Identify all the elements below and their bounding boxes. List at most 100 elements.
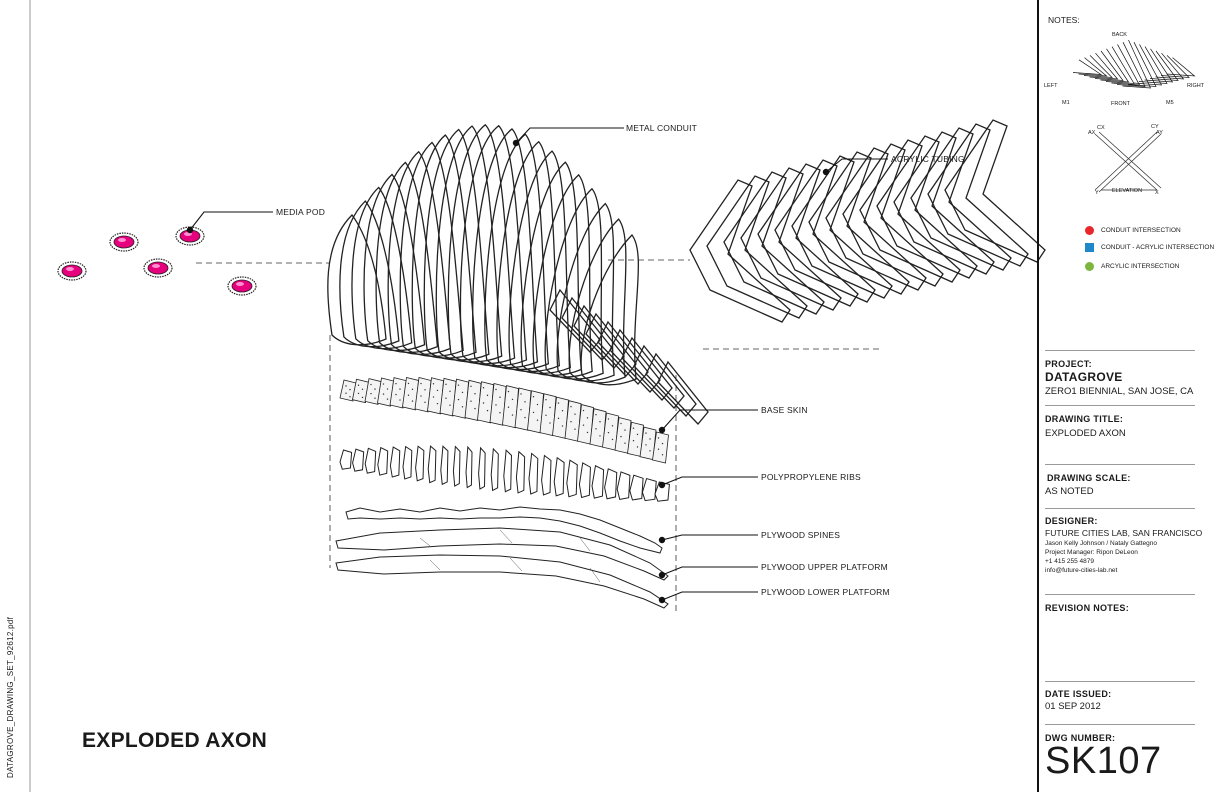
rib (528, 452, 539, 495)
skin-panel (414, 377, 432, 413)
divider (1045, 464, 1195, 465)
rib (402, 445, 413, 480)
acrylic-loop (893, 131, 995, 275)
rib (503, 449, 512, 493)
conduit-loop (573, 304, 625, 369)
acrylic-loop (740, 167, 842, 311)
rib (364, 447, 377, 474)
conduit-loop (621, 336, 673, 401)
key-plan-stroke (1155, 52, 1185, 80)
revision-notes-label: REVISION NOTES: (1045, 603, 1130, 613)
rib (490, 447, 499, 492)
skin-panel (627, 421, 644, 457)
elevation-ay: AY (1156, 130, 1163, 136)
acrylic-loop (706, 175, 808, 319)
rib (440, 445, 449, 486)
polypropylene-ribs-shape (339, 445, 670, 502)
legend-label: ARCYLIC INTERSECTION (1101, 263, 1180, 270)
key-plan-stroke (1144, 48, 1174, 83)
conduit-loop (423, 128, 490, 361)
conduit-loop (556, 202, 615, 382)
media-pod (109, 232, 139, 252)
rib (377, 446, 389, 476)
conduit-loop (585, 312, 637, 377)
callout-plywood-spines: PLYWOOD SPINES (761, 530, 841, 540)
skin-panel (402, 376, 419, 411)
sheet-title: EXPLODED AXON (82, 729, 268, 752)
key-plan-stroke (1127, 42, 1157, 87)
callout-metal-conduit: METAL CONDUIT (626, 123, 698, 133)
key-plan-stroke (1133, 44, 1163, 86)
acrylic-loop (825, 147, 927, 291)
plywood-layers (335, 506, 669, 609)
rib (553, 456, 565, 497)
green-dot-icon (1085, 262, 1094, 271)
divider (1045, 594, 1195, 595)
divider (1045, 405, 1195, 406)
date-issued: 01 SEP 2012 (1045, 701, 1101, 712)
alignment-dashes (196, 259, 880, 612)
acrylic-loop (791, 155, 893, 299)
acrylic-loop (723, 171, 825, 315)
acrylic-loop (808, 151, 910, 295)
elevation-y: Y (1095, 190, 1099, 196)
rib (389, 446, 401, 478)
red-dot-icon (1085, 226, 1094, 235)
side-filename: DATAGROVE_DRAWING_SET_92612.pdf (6, 616, 15, 778)
rib (566, 459, 578, 498)
legend-acrylic-intersection: ARCYLIC INTERSECTION (1085, 262, 1179, 271)
drawing-scale: AS NOTED (1045, 486, 1094, 497)
skin-panel (552, 396, 569, 439)
callout-polypropylene-ribs: POLYPROPYLENE RIBS (761, 472, 861, 482)
acrylic-loop (927, 123, 1029, 267)
designer-label: DESIGNER: (1045, 516, 1098, 526)
dwg-number-label: DWG NUMBER: (1045, 733, 1116, 743)
conduit-loop (435, 125, 503, 363)
legend-label: CONDUIT INTERSECTION (1101, 227, 1181, 234)
media-pod (57, 261, 87, 281)
key-plan-stroke (1122, 39, 1152, 89)
rib (578, 462, 591, 499)
key-plan-m1: M1 (1062, 100, 1070, 106)
conduit-loop (496, 140, 561, 373)
divider (1045, 724, 1195, 725)
rib (654, 481, 670, 502)
key-plan-stroke (1105, 46, 1135, 84)
acrylic-tubing-shape (689, 119, 1046, 323)
conduit-loop (609, 328, 661, 393)
elevation-diagram (1094, 131, 1162, 193)
elevation-ax: AX (1088, 130, 1096, 136)
rib (604, 468, 618, 500)
rib (352, 448, 365, 472)
conduit-loop (472, 128, 539, 369)
acrylic-loop (774, 159, 876, 303)
leader-lines (189, 127, 888, 601)
rib (465, 445, 473, 489)
conduit-loop (561, 296, 613, 361)
acrylic-loop (689, 179, 791, 323)
dwg-number: SK107 (1045, 740, 1162, 782)
notes-heading: NOTES: (1048, 15, 1080, 25)
skin-panel (589, 408, 607, 448)
skin-panel (377, 377, 394, 407)
key-plan-diagram (1072, 39, 1196, 89)
callout-plywood-upper-platform: PLYWOOD UPPER PLATFORM (761, 562, 888, 572)
skin-panel (502, 385, 519, 429)
rib (616, 471, 631, 500)
skin-panel (577, 404, 594, 445)
conduit-loop (351, 186, 413, 350)
plywood-spines-shape (345, 506, 663, 554)
project-label: PROJECT: (1045, 359, 1092, 369)
email: info@future-cities-lab.net (1045, 567, 1118, 574)
leader-dots (186, 139, 830, 604)
drawing-scale-label: DRAWING SCALE: (1047, 473, 1131, 483)
key-plan-stroke (1100, 48, 1130, 83)
rib (591, 465, 605, 499)
elevation-x: X (1155, 190, 1159, 196)
skin-panel (527, 390, 544, 434)
legend-conduit-intersection: CONDUIT INTERSECTION (1085, 226, 1181, 235)
skin-panel (514, 387, 532, 431)
conduit-loop (459, 124, 528, 367)
plywood-upper-platform-shape (335, 527, 669, 581)
